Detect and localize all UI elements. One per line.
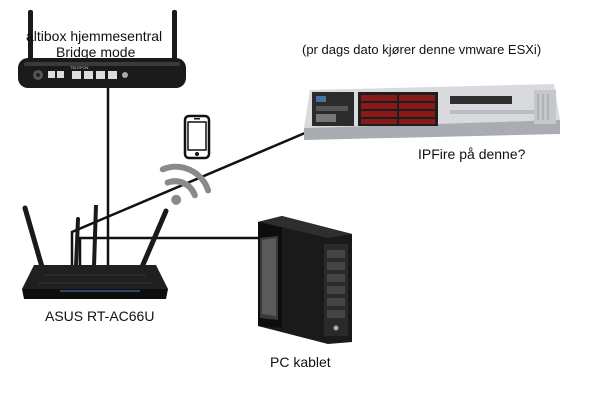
modem-port-label: TELEFON [70,65,89,70]
modem-icon: TELEFON [18,10,186,88]
pc-tower-icon [258,216,352,344]
server-note-label: (pr dags dato kjører denne vmware ESXi) [302,42,542,57]
server-question-label: IPFire på denne? [418,146,526,162]
wifi-router-icon [22,205,169,299]
rack-server-icon [304,84,560,140]
isp-mode-label: Bridge mode [56,44,136,60]
pc-name-label: PC kablet [270,354,331,370]
isp-brand-label: altibox hjemmesentral [26,28,163,44]
smartphone-icon [183,114,211,160]
router-name-label: ASUS RT-AC66U [45,308,155,324]
router-pc-cable [78,236,262,268]
router-server-cable [70,128,313,268]
wifi-signal-icon [159,163,212,205]
